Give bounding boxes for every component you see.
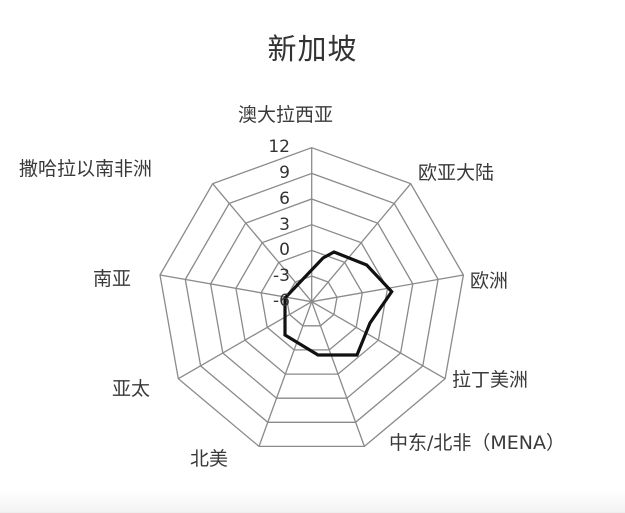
- axis-label-south-asia: 南亚: [93, 268, 132, 290]
- grid-ring: [209, 198, 414, 399]
- tick-label-3: 3: [279, 215, 290, 235]
- chart-title: 新加坡: [267, 32, 358, 66]
- tick-label-6: 6: [279, 189, 290, 209]
- tick-label-neg6: -6: [273, 291, 290, 311]
- axis-label-mena: 中东/北非（MENA）: [389, 432, 566, 454]
- grid-ring: [159, 147, 465, 448]
- grid-spoke: [212, 183, 313, 303]
- radar-spokes: [159, 147, 464, 447]
- axis-label-eurasia: 欧亚大陆: [418, 162, 495, 184]
- footer-strip: [0, 490, 625, 513]
- grid-spoke: [177, 301, 313, 380]
- tick-label-9: 9: [279, 163, 290, 183]
- axis-label-europe: 欧洲: [470, 270, 509, 292]
- grid-ring: [235, 224, 389, 375]
- axis-label-north-america: 北美: [190, 448, 229, 470]
- axis-label-asia-pacific: 亚太: [112, 378, 151, 400]
- series-polygon: [283, 250, 394, 357]
- grid-spoke: [311, 183, 412, 303]
- tick-label-neg3: -3: [273, 266, 290, 286]
- tick-label-12: 12: [268, 137, 290, 157]
- axis-label-sub-saharan-africa: 撒哈拉以南非洲: [19, 158, 153, 180]
- grid-spoke: [311, 301, 446, 380]
- grid-spoke: [311, 301, 366, 447]
- tick-label-0: 0: [279, 240, 290, 260]
- grid-ring: [184, 172, 439, 423]
- axis-label-latin-america: 拉丁美洲: [452, 369, 529, 391]
- axis-label-australasia: 澳大拉西亚: [238, 104, 334, 126]
- grid-spoke: [258, 301, 313, 447]
